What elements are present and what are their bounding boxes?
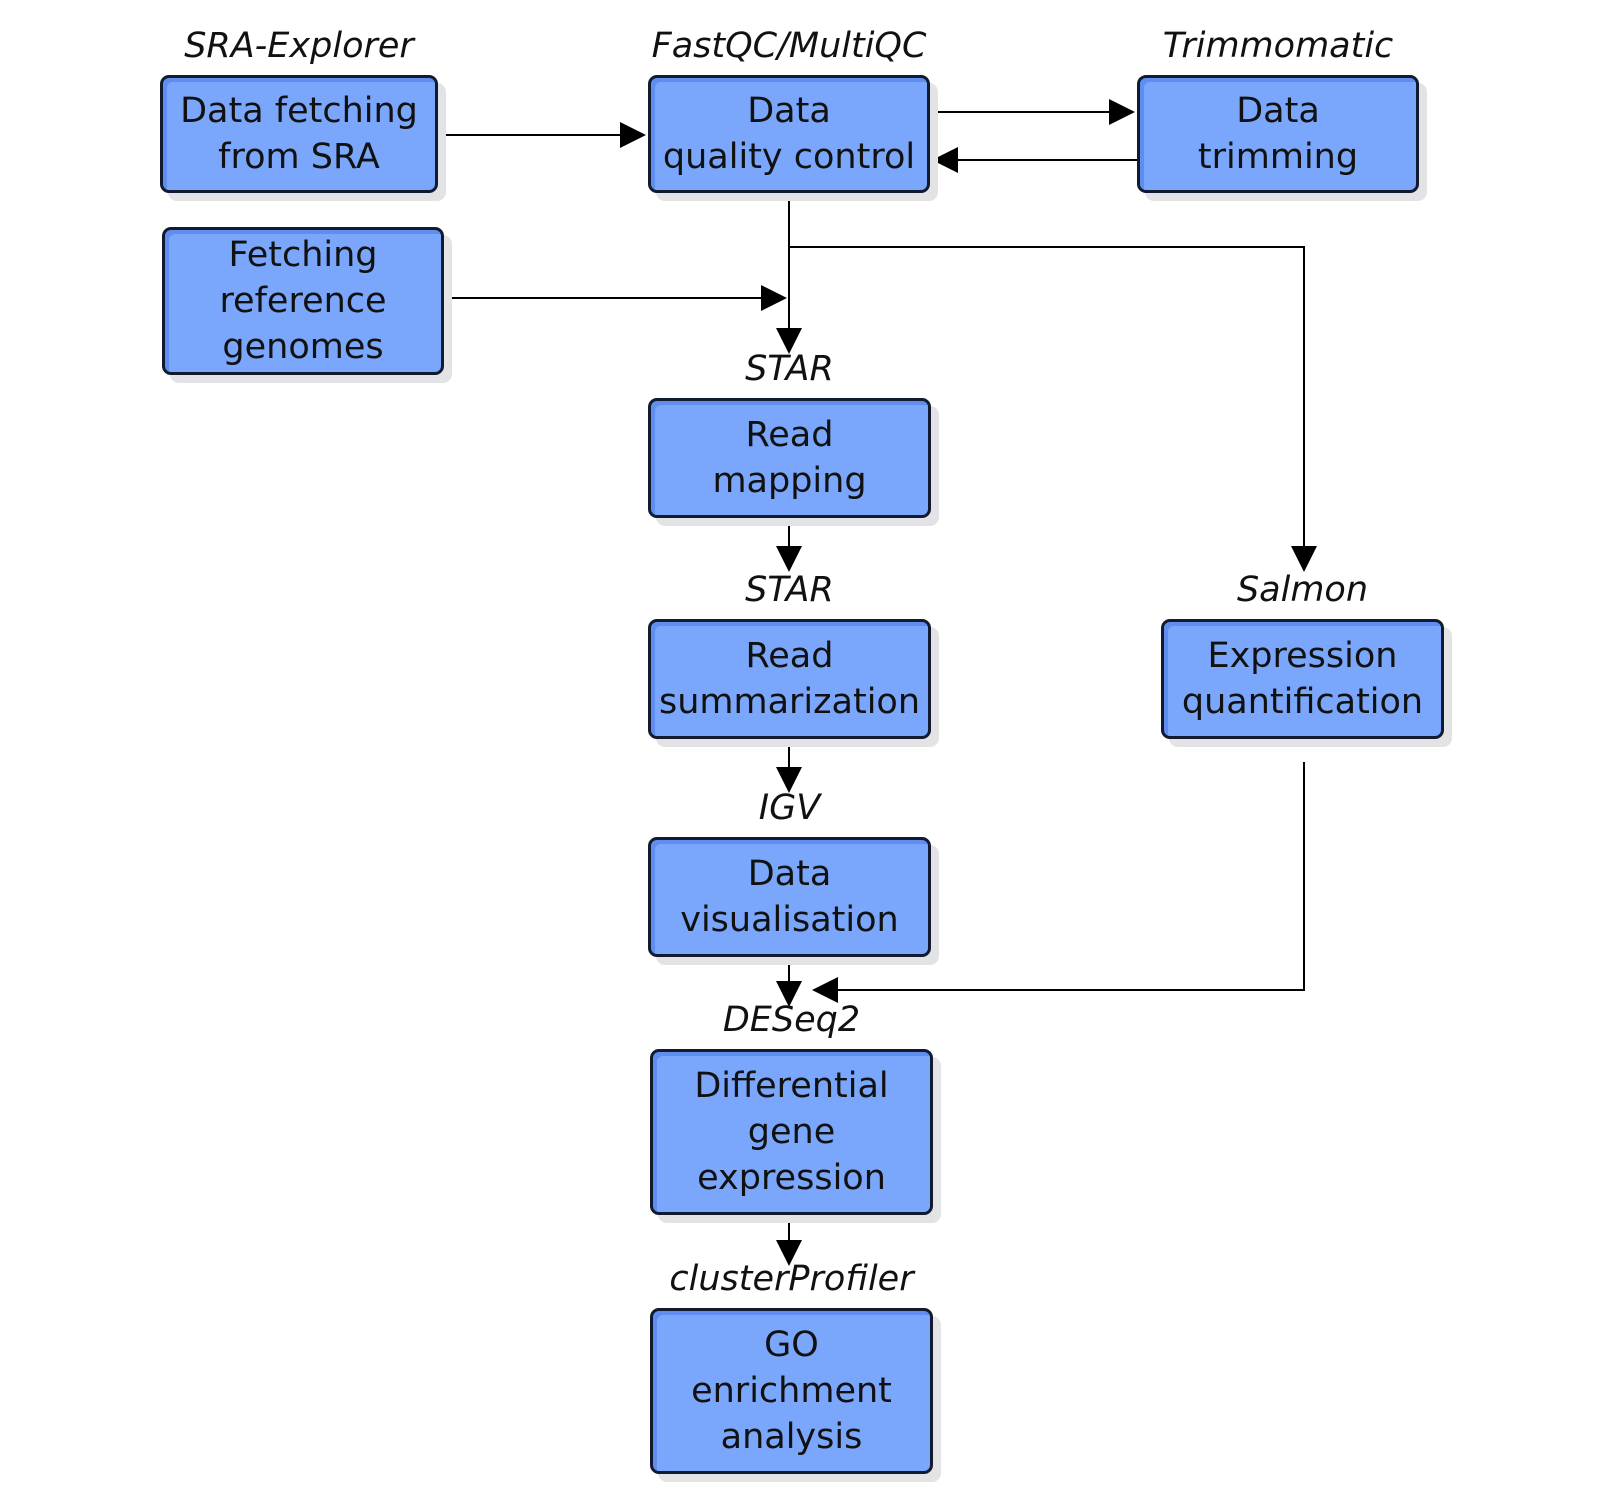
node-label-data-fetching: Data fetching from SRA [180, 91, 418, 177]
node-differential-expression: Differential gene expression [650, 1049, 933, 1215]
arrowhead-icon [761, 285, 787, 311]
node-label-go-enrichment: GO enrichment analysis [691, 1325, 892, 1457]
node-label-quality-control: Data quality control [662, 91, 916, 177]
edge-differential-expression-to-go-enrichment [776, 1215, 802, 1266]
node-label-reference-genomes: Fetching reference genomes [219, 235, 387, 367]
arrowhead-icon [620, 122, 646, 148]
node-label-read-summarization: Read summarization [658, 636, 921, 722]
edge-expression-quantification-to-differential-expression [812, 762, 1305, 1003]
arrowhead-icon [776, 1240, 802, 1266]
node-reference-genomes: Fetching reference genomes [162, 227, 444, 375]
tool-label-trimming: Trimmomatic [1162, 26, 1394, 66]
edge-quality-control-to-read-mapping [776, 193, 802, 354]
node-read-mapping: Read mapping [648, 398, 931, 518]
edge-data-fetching-to-quality-control [438, 122, 646, 148]
node-go-enrichment: GO enrichment analysis [650, 1308, 933, 1474]
node-expression-quantification: Expression quantification [1161, 619, 1444, 739]
arrowhead-icon [812, 977, 838, 1003]
tool-label-differential-expression: DESeq2 [722, 1000, 861, 1040]
node-quality-control: Data quality control [648, 75, 930, 193]
node-label-trimming: Data trimming [1197, 91, 1359, 177]
tool-label-data-visualisation: IGV [758, 788, 821, 828]
node-read-summarization: Read summarization [648, 619, 931, 739]
node-label-data-visualisation: Data visualisation [680, 854, 899, 940]
node-label-read-mapping: Read mapping [712, 415, 867, 501]
edge-line [836, 762, 1305, 991]
arrowhead-icon [776, 546, 802, 572]
edge-quality-control-to-trimming [930, 99, 1135, 125]
edge-line [789, 246, 1305, 548]
arrowhead-icon [1109, 99, 1135, 125]
tool-label-go-enrichment: clusterProfiler [669, 1259, 914, 1299]
node-label-differential-expression: Differential gene expression [694, 1066, 889, 1198]
tool-label-quality-control: FastQC/MultiQC [651, 26, 927, 66]
edge-reference-genomes-to-read-mapping [444, 285, 787, 311]
arrowhead-icon [1291, 546, 1317, 572]
edge-read-mapping-to-read-summarization [776, 518, 802, 572]
node-data-visualisation: Data visualisation [648, 837, 931, 957]
arrowhead-icon [776, 981, 802, 1007]
tool-label-expression-quantification: Salmon [1236, 570, 1369, 610]
node-trimming: Data trimming [1137, 75, 1419, 193]
tool-label-read-mapping: STAR [745, 349, 834, 389]
node-data-fetching: Data fetching from SRA [160, 75, 438, 193]
arrowhead-icon [932, 147, 958, 173]
arrowhead-icon [776, 328, 802, 354]
edge-trimming-to-quality-control [932, 147, 1137, 173]
node-label-expression-quantification: Expression quantification [1181, 636, 1424, 722]
edge-read-summarization-to-data-visualisation [776, 739, 802, 793]
edge-quality-control-to-expression-quantification [789, 246, 1317, 572]
tool-label-data-fetching: SRA-Explorer [184, 26, 414, 66]
arrowhead-icon [776, 767, 802, 793]
edge-data-visualisation-to-differential-expression [776, 957, 802, 1007]
tool-label-read-summarization: STAR [745, 570, 834, 610]
